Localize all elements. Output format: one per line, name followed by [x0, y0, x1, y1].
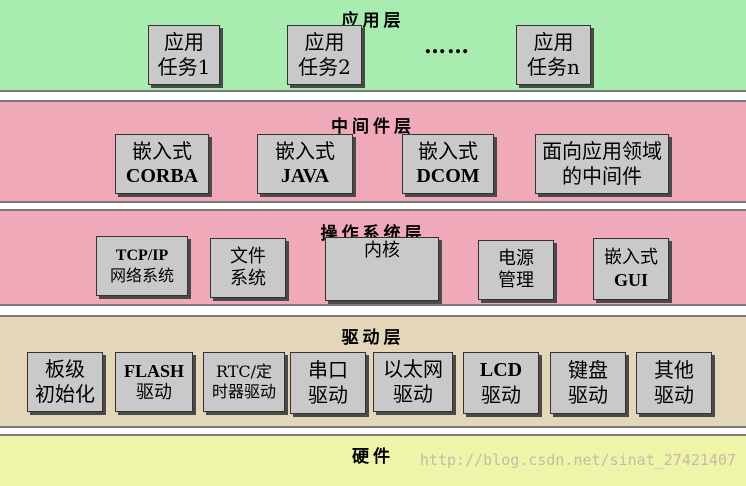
box-line-2: 时器驱动: [211, 382, 276, 401]
driver-layer-title: 驱动层: [341, 328, 405, 348]
box-line-1: 嵌入式: [275, 139, 335, 163]
app-task-n-box: 应用 任务n: [516, 25, 591, 85]
box-line-1: TCP/IP: [115, 247, 169, 264]
box-line-2: 驱动: [568, 383, 608, 407]
box-line-2: 的中间件: [562, 164, 642, 188]
box-line-1: 嵌入式: [418, 139, 478, 163]
embedded-gui-box: 嵌入式 GUI: [593, 238, 669, 300]
box-line-1: 内核: [364, 240, 400, 261]
watermark-url: http://blog.csdn.net/sinat_27421407: [419, 451, 736, 469]
board-init-box: 板级 初始化: [27, 352, 103, 412]
box-line-1: 应用: [164, 30, 204, 54]
box-line-1: 键盘: [568, 358, 608, 382]
hardware-layer: 硬件: [0, 434, 746, 486]
flash-driver-box: FLASH 驱动: [115, 352, 193, 412]
box-line-1: RTC/定: [215, 362, 273, 381]
box-line-2: 驱动: [136, 382, 172, 403]
hardware-layer-title: 硬件: [352, 447, 394, 467]
file-system-box: 文件 系统: [210, 238, 286, 298]
application-layer-title: 应用层: [341, 11, 405, 31]
box-line-1: FLASH: [123, 360, 184, 381]
box-line-1: 文件: [230, 245, 266, 267]
box-line-1: 嵌入式: [132, 139, 192, 163]
box-line-1: 串口: [308, 358, 348, 382]
power-management-box: 电源 管理: [478, 240, 554, 300]
box-line-2: 网络系统: [109, 266, 174, 285]
box-line-2: CORBA: [125, 165, 199, 187]
box-line-2: 任务2: [298, 55, 351, 79]
box-line-1: LCD: [479, 359, 523, 381]
app-task-1-box: 应用 任务1: [148, 25, 220, 85]
lcd-driver-box: LCD 驱动: [463, 352, 539, 414]
box-line-1: 电源: [498, 247, 534, 269]
application-middleware-box: 面向应用领域 的中间件: [535, 134, 669, 194]
embedded-dcom-box: 嵌入式 DCOM: [402, 134, 494, 194]
box-line-2: 驱动: [481, 383, 521, 407]
box-line-2: JAVA: [280, 165, 330, 187]
box-line-1: 板级: [45, 357, 85, 381]
serial-driver-box: 串口 驱动: [290, 352, 366, 414]
other-driver-box: 其他 驱动: [636, 352, 712, 414]
box-line-2: DCOM: [416, 165, 480, 187]
application-layer: 应用层 应用 任务1 应用 任务2 …… 应用 任务n: [0, 0, 746, 92]
box-line-2: 驱动: [393, 382, 433, 406]
box-line-2: 系统: [230, 268, 266, 289]
embedded-corba-box: 嵌入式 CORBA: [115, 134, 209, 194]
driver-layer: 驱动层 板级 初始化 FLASH 驱动 RTC/定 时器驱动 串口 驱动 以太网…: [0, 315, 746, 428]
box-line-1: 以太网: [383, 357, 443, 381]
box-line-1: 面向应用领域: [542, 139, 662, 163]
box-line-2: 驱动: [308, 383, 348, 407]
rtc-timer-driver-box: RTC/定 时器驱动: [203, 352, 285, 412]
keyboard-driver-box: 键盘 驱动: [550, 352, 626, 414]
box-line-1: 应用: [533, 30, 574, 54]
middleware-layer-title: 中间件层: [331, 117, 415, 137]
embedded-java-box: 嵌入式 JAVA: [257, 134, 353, 194]
middleware-layer: 中间件层 嵌入式 CORBA 嵌入式 JAVA 嵌入式 DCOM 面向应用领域 …: [0, 100, 746, 203]
box-line-2: 管理: [498, 270, 534, 291]
ellipsis: ……: [424, 33, 470, 59]
os-layer: 操作系统层 TCP/IP 网络系统 文件 系统 内核 电源 管理 嵌入式 GUI: [0, 209, 746, 306]
box-line-2: GUI: [613, 270, 648, 290]
box-line-2: 任务1: [157, 55, 211, 79]
kernel-box: 内核: [325, 237, 439, 301]
box-line-1: 应用: [304, 30, 345, 54]
ethernet-driver-box: 以太网 驱动: [373, 352, 453, 412]
tcpip-network-box: TCP/IP 网络系统: [96, 236, 188, 296]
box-line-2: 驱动: [654, 383, 694, 407]
box-line-2: 任务n: [527, 55, 580, 79]
box-line-2: 初始化: [35, 382, 95, 406]
box-line-1: 其他: [654, 358, 694, 382]
app-task-2-box: 应用 任务2: [287, 25, 362, 85]
box-line-1: 嵌入式: [604, 246, 658, 268]
